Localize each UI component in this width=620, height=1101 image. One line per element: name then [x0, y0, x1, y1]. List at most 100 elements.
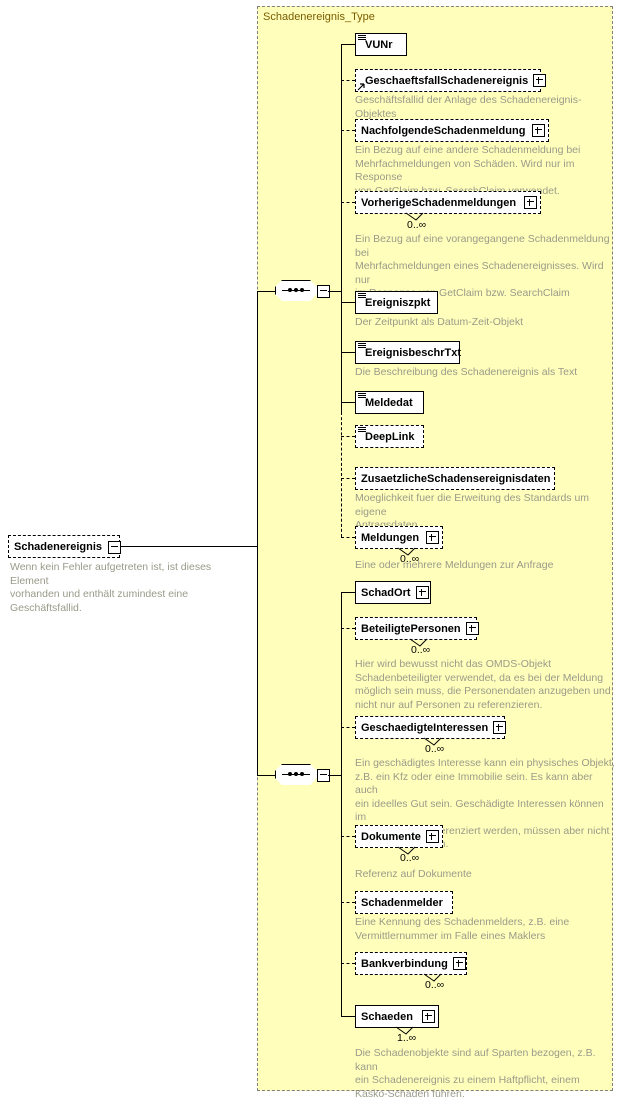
expand-plus-icon[interactable]: [493, 721, 507, 734]
expand-plus-icon[interactable]: [533, 74, 547, 87]
simple-type-icon: [358, 343, 366, 350]
element-label: Schaeden: [361, 1010, 413, 1023]
connector-type-spine: [257, 291, 258, 547]
group2-spine-solid-lower: [341, 775, 342, 1016]
connector-seq2-out: [328, 775, 341, 776]
group1-spine-dashed: [341, 412, 342, 537]
branch-line-zusaetzliche: [341, 478, 355, 479]
branch-line-geschaedigteinteressen: [341, 727, 355, 728]
branch-line-ereigniszpkt: [341, 302, 355, 303]
root-collapse-minus-icon[interactable]: [108, 541, 121, 554]
element-doc-geschaeftsfallschadenereignis: Geschäftsfallid der Anlage des Schadener…: [355, 94, 582, 120]
branch-line-schadenmelder: [341, 902, 355, 903]
connector-seq1-out: [328, 291, 341, 292]
simple-type-icon: [358, 293, 366, 300]
branch-line-bankverbindung: [341, 963, 355, 964]
sequence-compositor-2[interactable]: [275, 764, 321, 789]
element-label: EreignisbeschrTxt: [365, 346, 461, 359]
connector-seq1-in: [257, 291, 275, 292]
element-label: Dokumente: [361, 830, 421, 843]
element-doc-nachfolgendeschadenmeldung: Ein Bezug auf eine andere Schadenmeldung…: [355, 144, 581, 197]
element-label: Meldedat: [365, 396, 413, 409]
element-doc-schadenmelder: Eine Kennung des Schadenmelders, z.B. ei…: [355, 916, 570, 942]
cardinality-chevron: [397, 846, 416, 855]
element-label: Bankverbindung: [361, 957, 448, 970]
element-label: GeschaedigteInteressen: [361, 721, 489, 734]
cardinality-meldungen: 0..∞: [400, 553, 420, 565]
cardinality-chevron: [397, 547, 416, 556]
connector-seq2-in: [257, 775, 275, 776]
cardinality-chevron: [423, 973, 442, 982]
element-box-beteiligtepersonen[interactable]: BeteiligtePersonen: [355, 617, 480, 643]
type-container-title: Schadenereignis_Type: [263, 11, 375, 23]
expand-plus-icon[interactable]: [426, 531, 439, 544]
group1-spine-solid: [341, 44, 342, 412]
element-box-bankverbindung[interactable]: Bankverbindung: [355, 952, 470, 978]
element-box-deeplink[interactable]: DeepLink: [355, 425, 427, 451]
cardinality-schaeden: 1..∞: [397, 1032, 417, 1044]
reference-arrow-icon: [357, 83, 365, 91]
branch-line-meldungen: [341, 537, 355, 538]
element-box-vorherigeschadenmeldungen[interactable]: VorherigeSchadenmeldungen: [355, 191, 544, 217]
compositor-dot: [300, 772, 304, 776]
branch-line-ereignisbeschrtxt: [341, 352, 355, 353]
element-label: Ereigniszpkt: [365, 296, 431, 309]
compositor-dot: [300, 288, 304, 292]
simple-type-icon: [358, 393, 366, 400]
compositor-dot: [288, 288, 292, 292]
cardinality-bankverbindung: 0..∞: [425, 979, 445, 991]
branch-line-schadort: [341, 592, 355, 593]
compositor-dot: [294, 772, 298, 776]
cardinality-geschaedigteinteressen: 0..∞: [425, 743, 445, 755]
branch-line-deeplink: [341, 436, 355, 437]
element-box-schadenmelder[interactable]: Schadenmelder: [355, 891, 456, 917]
element-label: DeepLink: [365, 430, 415, 443]
element-doc-meldungen: Eine oder mehrere Meldungen zur Anfrage: [355, 559, 554, 571]
compositor-dot: [288, 772, 292, 776]
cardinality-chevron: [423, 737, 442, 746]
element-box-geschaedigteinteressen[interactable]: GeschaedigteInteressen: [355, 716, 508, 742]
branch-line-nachfolgende: [341, 130, 355, 131]
cardinality-dokumente: 0..∞: [400, 852, 420, 864]
element-box-nachfolgendeschadenmeldung[interactable]: NachfolgendeSchadenmeldung: [355, 119, 552, 145]
expand-plus-icon[interactable]: [532, 124, 545, 137]
element-box-zusaetzlicheschadensereignisdaten[interactable]: ZusaetzlicheSchadensereignisdaten: [355, 467, 558, 493]
element-doc-dokumente: Referenz auf Dokumente: [355, 868, 472, 880]
element-label: VUNr: [365, 38, 393, 51]
root-element-schadenereignis[interactable]: Schadenereignis: [8, 535, 123, 561]
element-box-meldungen[interactable]: Meldungen: [355, 526, 446, 552]
element-box-vunr[interactable]: VUNr: [355, 33, 410, 59]
element-label: NachfolgendeSchadenmeldung: [361, 124, 526, 137]
element-doc-ereigniszpkt: Der Zeitpunkt als Datum-Zeit-Objekt: [355, 316, 524, 328]
element-label: Schadenmelder: [361, 896, 443, 909]
branch-line-beteiligtepersonen: [341, 628, 355, 629]
branch-line-geschaeftsfall: [341, 80, 355, 81]
expand-plus-icon[interactable]: [426, 830, 439, 843]
connector-type-spine-lower: [257, 546, 258, 775]
branch-line-schaeden: [341, 1016, 355, 1017]
element-label: Meldungen: [361, 531, 420, 544]
element-box-schaeden[interactable]: Schaeden: [355, 1005, 442, 1031]
element-label: ZusaetzlicheSchadensereignisdaten: [361, 472, 551, 485]
sequence-compositor-1[interactable]: [275, 280, 321, 305]
expand-plus-icon[interactable]: [452, 957, 466, 970]
element-box-ereigniszpkt[interactable]: Ereigniszpkt: [355, 291, 441, 317]
element-label: GeschaeftsfallSchadenereignis: [365, 74, 529, 87]
element-doc-schaeden: Die Schadenobjekte sind auf Sparten bezo…: [355, 1047, 596, 1100]
element-box-dokumente[interactable]: Dokumente: [355, 825, 446, 851]
element-box-schadort[interactable]: SchadOrt: [355, 581, 434, 607]
expand-plus-icon[interactable]: [465, 622, 479, 635]
compositor-dot: [294, 288, 298, 292]
element-label: BeteiligtePersonen: [361, 622, 461, 635]
simple-type-icon: [358, 427, 366, 434]
element-doc-beteiligtepersonen: Hier wird bewusst nicht das OMDS-Objekt …: [355, 658, 611, 711]
element-box-geschaeftsfallschadenereignis[interactable]: GeschaeftsfallSchadenereignis: [355, 69, 547, 95]
expand-plus-icon[interactable]: [422, 1010, 435, 1023]
branch-line-vunr: [341, 44, 355, 45]
element-box-meldedat[interactable]: Meldedat: [355, 391, 427, 417]
branch-line-dokumente: [341, 836, 355, 837]
expand-plus-icon[interactable]: [524, 196, 537, 209]
expand-plus-icon[interactable]: [415, 586, 429, 599]
element-box-ereignisbeschrtxt[interactable]: EreignisbeschrTxt: [355, 341, 463, 367]
